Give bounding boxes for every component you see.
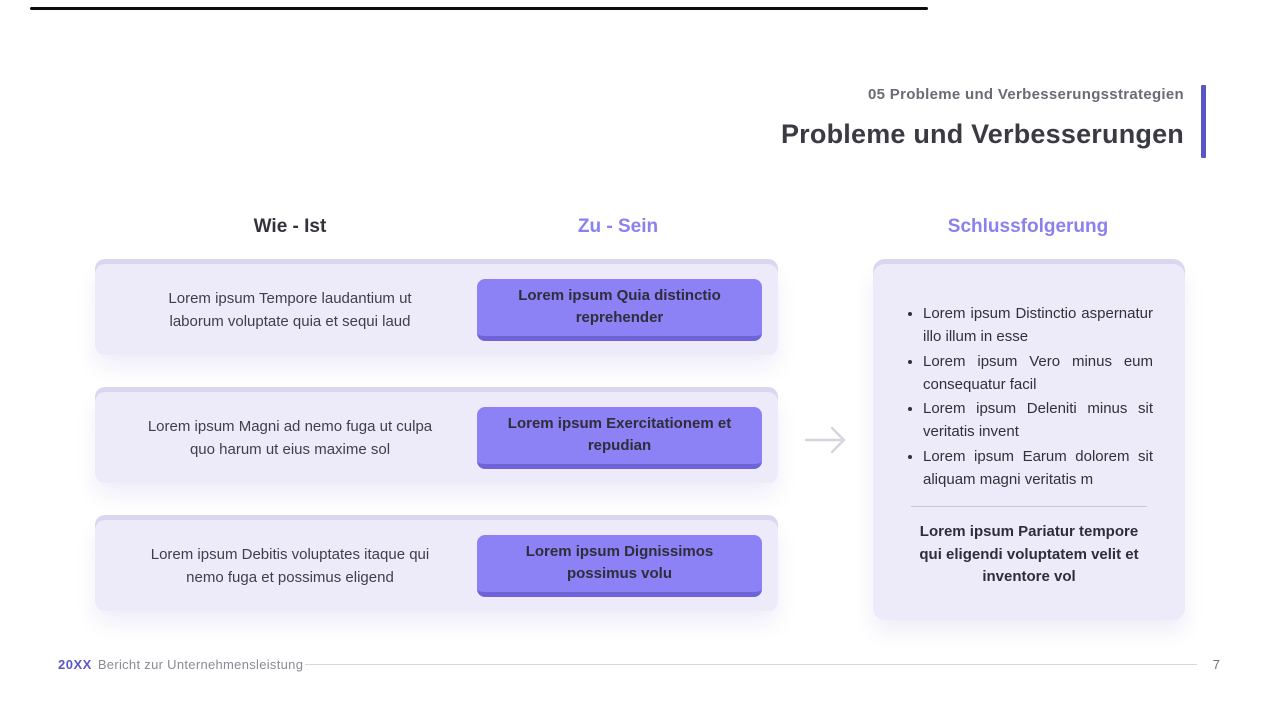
arrow-right-icon [804, 424, 848, 461]
footer-subtitle: Bericht zur Unternehmensleistung [97, 656, 304, 672]
column-header-wie-ist: Wie - Ist [253, 216, 327, 237]
problem-card: Lorem ipsum Debitis voluptates itaque qu… [95, 515, 778, 611]
slide-footer: 20XX Bericht zur Unternehmensleistung 7 [58, 655, 1220, 673]
footer-year: 20XX [58, 656, 92, 672]
problem-text: Lorem ipsum Tempore laudantium ut laboru… [168, 289, 412, 330]
conclusion-bullet: Lorem ipsum Deleniti minus sit veritatis… [923, 397, 1153, 444]
slide-progress-bar [30, 7, 928, 10]
conclusion-panel: Lorem ipsum Distinctio aspernatur illo i… [873, 259, 1185, 620]
solution-button[interactable]: Lorem ipsum Dignissimos possimus volu [477, 534, 762, 597]
title-accent-bar [1201, 85, 1206, 158]
problem-text: Lorem ipsum Debitis voluptates itaque qu… [150, 545, 430, 586]
column-header-schlussfolgerung: Schlussfolgerung [947, 216, 1109, 237]
solution-button[interactable]: Lorem ipsum Quia distinctio reprehender [477, 278, 762, 341]
conclusion-bullet-list: Lorem ipsum Distinctio aspernatur illo i… [905, 302, 1153, 491]
conclusion-bullet: Lorem ipsum Earum dolorem sit aliquam ma… [923, 445, 1153, 492]
problem-card: Lorem ipsum Tempore laudantium ut laboru… [95, 259, 778, 355]
conclusion-bullet: Lorem ipsum Vero minus eum consequatur f… [923, 350, 1153, 397]
column-header-zu-sein: Zu - Sein [577, 216, 659, 237]
problem-text: Lorem ipsum Magni ad nemo fuga ut culpa … [147, 417, 433, 458]
page-title: Probleme und Verbesserungen [780, 119, 1184, 149]
page-number: 7 [1212, 656, 1220, 672]
section-eyebrow: 05 Probleme und Verbesserungsstrategien [868, 86, 1184, 103]
conclusion-bullet: Lorem ipsum Distinctio aspernatur illo i… [923, 302, 1153, 349]
conclusion-summary: Lorem ipsum Pariatur tempore qui eligend… [919, 523, 1139, 585]
footer-rule [305, 663, 1197, 665]
panel-divider [911, 506, 1147, 507]
problem-card: Lorem ipsum Magni ad nemo fuga ut culpa … [95, 387, 778, 483]
solution-button[interactable]: Lorem ipsum Exercitationem et repudian [477, 406, 762, 469]
